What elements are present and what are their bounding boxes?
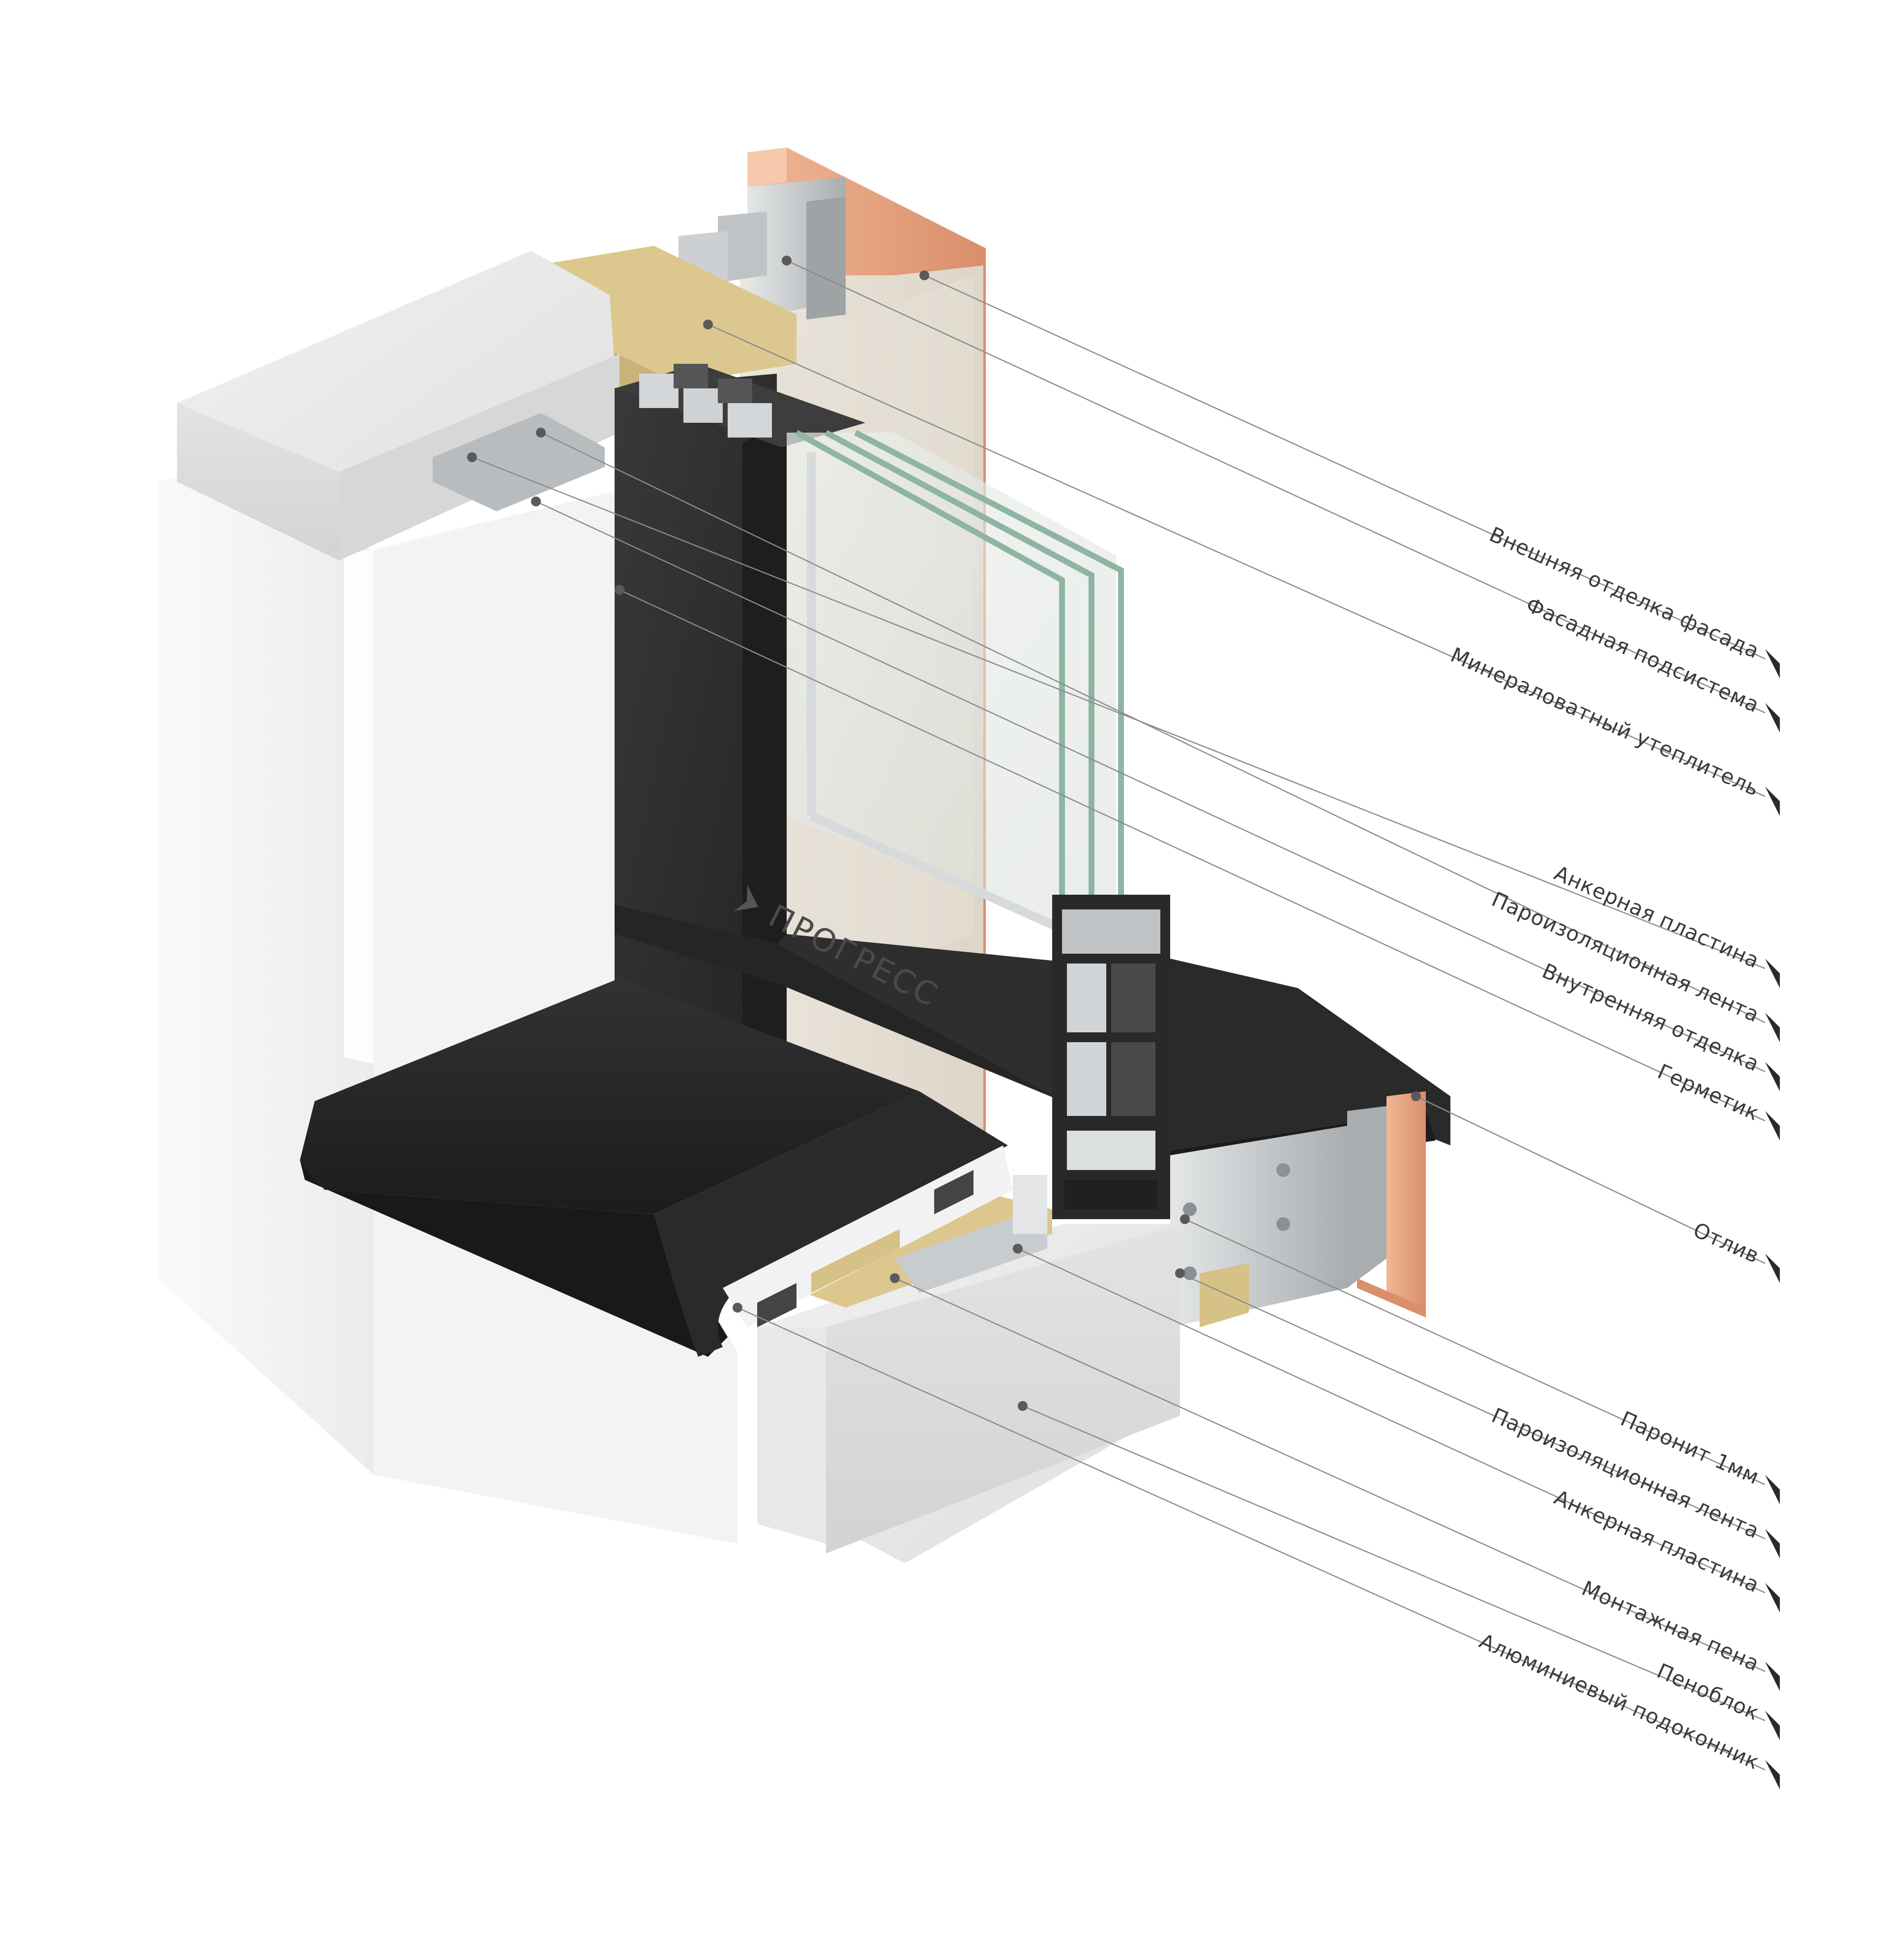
callout-label-mineral-wool: Минераловатный утеплитель <box>1447 643 1763 801</box>
leader-foam-block <box>1022 1405 1766 1722</box>
callout-marker-icon <box>1765 649 1780 678</box>
glazing-unit <box>787 430 1124 934</box>
leader-mineral-wool <box>708 323 1766 797</box>
callout-marker-icon <box>1765 1475 1780 1504</box>
mounting-foam-bottom <box>777 1175 1052 1308</box>
leader-drip-sill <box>1416 1095 1766 1264</box>
callout-label-drip-sill: Отлив <box>1690 1218 1763 1268</box>
callout-label-anchor-plate-top: Анкерная пластина <box>1551 861 1763 973</box>
callout-label-anchor-plate-bottom: Анкерная пластина <box>1551 1485 1763 1597</box>
aluminium-sill-shape <box>300 978 1013 1357</box>
callout-marker-icon <box>1765 1254 1780 1283</box>
callout-marker-icon <box>1765 1062 1780 1091</box>
leader-sealant <box>619 589 1766 1122</box>
callout-marker-icon <box>1765 1013 1780 1042</box>
anchor-plate-top-shape <box>433 413 605 511</box>
callout-marker-icon <box>1765 1662 1780 1691</box>
leader-facade-subsystem <box>786 260 1766 714</box>
callout-marker-icon <box>1765 1111 1780 1141</box>
callout-marker-icon <box>1765 703 1780 732</box>
callout-marker-icon <box>1765 1583 1780 1612</box>
callout-marker-icon <box>1765 1711 1780 1740</box>
window-frame <box>615 364 1082 1121</box>
callout-marker-icon <box>1765 1529 1780 1558</box>
facade-finish-bottom <box>1357 1091 1426 1317</box>
frame-bottom-profile <box>1052 895 1170 1219</box>
callout-label-mounting-foam: Монтажная пена <box>1578 1576 1763 1676</box>
brand-chevron-icon <box>734 885 759 911</box>
callout-marker-icon <box>1765 1760 1780 1789</box>
leader-paronite <box>1184 1218 1766 1486</box>
callout-marker-icon <box>1765 959 1780 988</box>
leader-vapor-tape-bottom <box>1180 1272 1766 1540</box>
callout-marker-icon <box>1765 787 1780 816</box>
leader-aluminium-sill <box>737 1307 1766 1771</box>
callout-mineral-wool: Минераловатный утеплитель <box>1447 643 1780 816</box>
leader-anchor-plate-bottom <box>1017 1248 1766 1594</box>
leader-interior-finish <box>535 500 1766 1073</box>
callout-sealant: Герметик <box>1654 1059 1780 1141</box>
leader-lines <box>472 260 1766 1771</box>
leader-anchor-plate-top <box>472 456 1766 969</box>
leader-mounting-foam <box>894 1277 1766 1672</box>
callout-drip-sill: Отлив <box>1690 1218 1780 1283</box>
foam-block <box>757 1224 1180 1563</box>
leader-facade-finish <box>924 274 1766 660</box>
leader-anchors <box>467 256 1421 1411</box>
leader-vapor-tape-top <box>540 432 1766 1024</box>
mineral-wool-bottom <box>1200 1263 1249 1327</box>
